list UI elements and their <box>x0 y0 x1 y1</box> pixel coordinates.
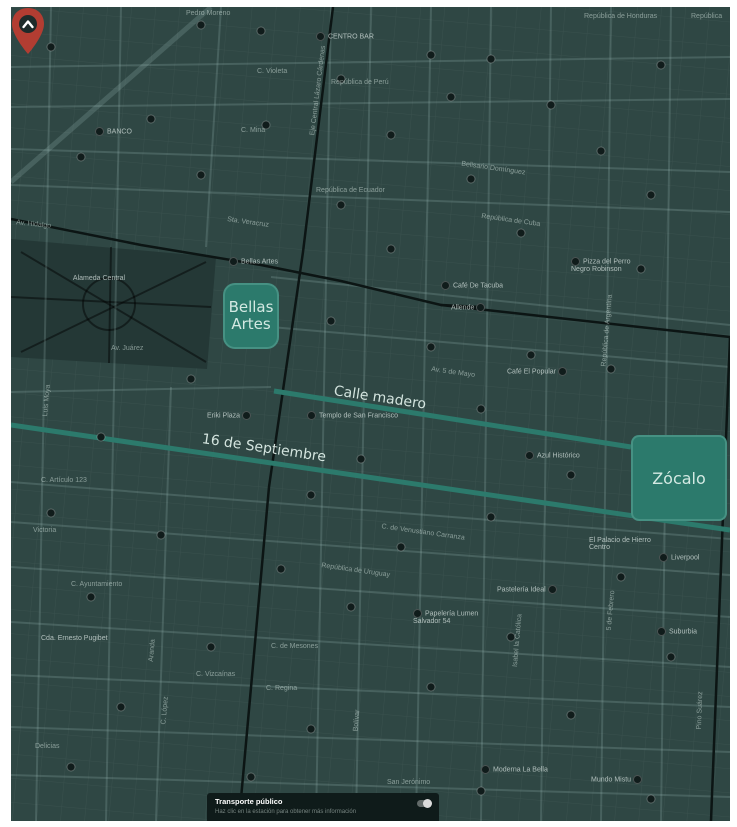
poi-eriki-plaza[interactable]: Eriki Plaza <box>207 411 254 420</box>
street-label: C. Ayuntamiento <box>71 581 123 588</box>
poi-papeleria-lumen[interactable]: Papelería Lumen Salvador 54 <box>413 609 487 625</box>
metro-allende[interactable]: Allende <box>451 303 488 312</box>
zocalo-label: Zócalo <box>652 468 706 488</box>
shopping-icon <box>413 609 422 618</box>
poi-label: Pizza del Perro Negro Robinson <box>571 258 631 273</box>
shopping-icon <box>242 411 252 420</box>
transit-toggle[interactable] <box>417 799 432 808</box>
poi-label: Templo de San Francisco <box>319 412 398 420</box>
street-label: C. Regina <box>266 685 298 692</box>
street-label: C. Vizcaínas <box>196 671 236 678</box>
map-canvas[interactable]: Bellas Artes Zócalo Calle madero 16 de S… <box>11 7 730 821</box>
poi-mundo-mistu[interactable]: Mundo Mistu <box>591 775 645 784</box>
poi-label: Liverpool <box>671 554 700 562</box>
poi-cafe-popular[interactable]: Café El Popular <box>507 367 570 376</box>
shopping-icon <box>659 553 668 562</box>
bellas-artes-area[interactable]: Bellas Artes <box>223 283 279 349</box>
street-label: C. de Mesones <box>271 643 319 650</box>
shopping-icon <box>633 775 643 784</box>
bellas-artes-label: Bellas Artes <box>228 298 274 333</box>
transit-card[interactable]: Transporte público Haz clic en la estaci… <box>207 793 439 821</box>
street-label: República de Ecuador <box>316 187 385 194</box>
street-label: San Jerónimo <box>387 779 431 786</box>
shopping-icon <box>481 765 490 774</box>
poi-label: Alameda Central <box>72 275 126 282</box>
poi-palacio-hierro[interactable]: El Palacio de Hierro Centro <box>589 537 651 551</box>
transit-subtitle: Haz clic en la estación para obtener más… <box>215 809 357 815</box>
poi-label: Eriki Plaza <box>207 412 241 420</box>
street-label: República de Honduras <box>584 13 658 20</box>
street-label: Pino Suárez <box>695 691 705 730</box>
poi-templo-san-francisco[interactable]: Templo de San Francisco <box>307 411 398 420</box>
shopping-icon <box>657 627 666 636</box>
pino-suarez-road <box>709 336 730 821</box>
poi-suburbia[interactable]: Suburbia <box>657 627 697 636</box>
metro-station-icon <box>476 303 486 312</box>
alameda-park <box>11 239 216 369</box>
location-pin-icon[interactable] <box>11 7 45 55</box>
poi-ciudad-ermita[interactable]: Cda. Ernesto Pugibet <box>41 635 108 642</box>
poi-pizza-perro-negro[interactable]: Pizza del Perro Negro Robinson <box>571 257 641 273</box>
street-label: República <box>691 13 723 20</box>
map-roads <box>11 7 730 821</box>
poi-alameda-central[interactable]: Alameda Central <box>69 275 129 282</box>
zocalo-area[interactable]: Zócalo <box>631 435 727 521</box>
street-label: C. Artículo 123 <box>41 477 87 484</box>
poi-label: Café El Popular <box>507 368 557 376</box>
calle-madero-route <box>273 388 632 450</box>
bakery-icon <box>547 585 557 594</box>
street-label: Av. Juárez <box>111 345 144 352</box>
poi-label: Suburbia <box>669 628 698 636</box>
poi-label: Moderna La Bella <box>493 766 548 774</box>
poi-centro-bar[interactable]: CENTRO BAR <box>316 32 374 41</box>
metro-station-icon <box>229 257 238 266</box>
poi-label: Cda. Ernesto Pugibet <box>41 635 108 642</box>
eje-central-road <box>237 7 335 821</box>
poi-label: Café De Tacuba <box>453 282 504 290</box>
poi-label: Papelería Lumen Salvador 54 <box>413 610 479 625</box>
av-hidalgo-road <box>11 217 730 339</box>
street-label: Victoria <box>33 527 57 534</box>
cafe-icon <box>557 367 567 376</box>
poi-label: Allende <box>451 304 475 312</box>
poi-marker-icon <box>316 32 325 41</box>
poi-label: Azul Histórico <box>537 452 580 460</box>
poi-label: Bellas Artes <box>241 258 278 266</box>
poi-liverpool[interactable]: Liverpool <box>659 553 699 562</box>
street-label: C. Mina <box>241 127 266 134</box>
poi-label: El Palacio de Hierro Centro <box>589 537 651 551</box>
street-label: Pedro Moreno <box>186 10 231 17</box>
chevron-up-icon <box>22 20 34 29</box>
poi-banco[interactable]: BANCO <box>95 127 132 136</box>
church-icon <box>307 411 316 420</box>
street-label: República de Perú <box>331 79 389 86</box>
restaurant-icon <box>525 451 534 460</box>
metro-bellas-artes[interactable]: Bellas Artes <box>229 257 278 266</box>
street-label: C. Violeta <box>257 68 288 75</box>
bank-icon <box>95 127 104 136</box>
cafe-icon <box>441 281 450 290</box>
poi-label: BANCO <box>107 128 132 136</box>
poi-azul-historico[interactable]: Azul Histórico <box>525 451 580 460</box>
transit-title: Transporte público <box>215 797 283 806</box>
poi-moderna-la-bella[interactable]: Moderna La Bella <box>481 765 548 774</box>
street-label: Delicias <box>35 743 60 750</box>
16-septiembre-route <box>11 422 730 533</box>
poi-cafe-tacuba[interactable]: Café De Tacuba <box>441 281 503 290</box>
poi-pasteleria-ideal[interactable]: Pastelería Ideal <box>497 585 560 594</box>
poi-label: Pastelería Ideal <box>497 586 546 594</box>
poi-label: CENTRO BAR <box>328 33 374 41</box>
restaurant-icon <box>571 257 580 266</box>
poi-label: Mundo Mistu <box>591 776 632 784</box>
